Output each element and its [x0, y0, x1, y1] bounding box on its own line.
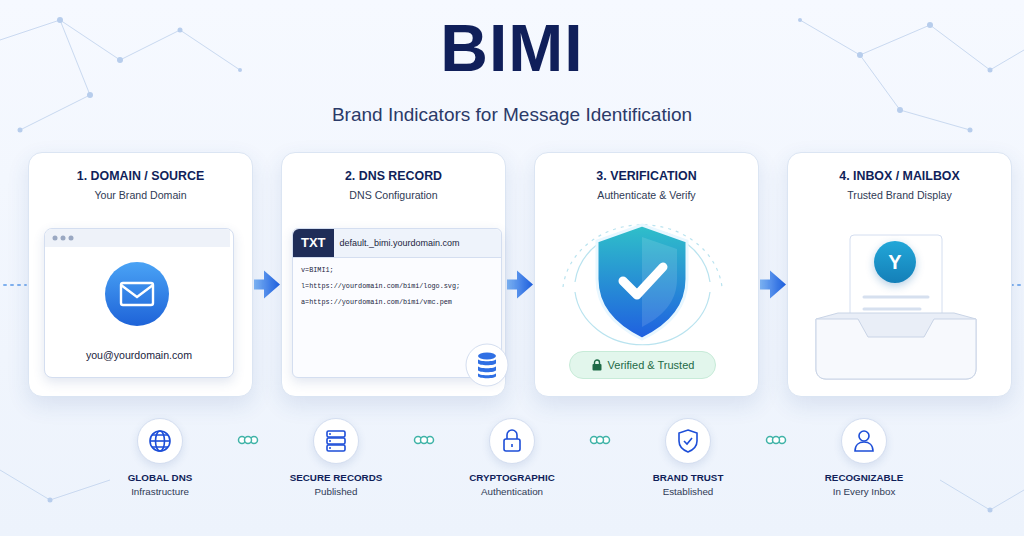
feature-item: BRAND TRUST Established — [610, 418, 766, 518]
record-value: l=https://yourdomain.com/bimi/logo.svg; — [301, 282, 501, 290]
feature-subtitle: Established — [610, 486, 766, 497]
card-subtitle: Trusted Brand Display — [788, 189, 1011, 201]
feature-subtitle: Infrastructure — [82, 486, 238, 497]
feature-item: SECURE RECORDS Published — [258, 418, 414, 518]
email-address: you@yourdomain.com — [45, 349, 233, 361]
envelope-icon — [102, 259, 172, 329]
connector-dot — [245, 437, 252, 444]
feature-item: RECOGNIZABLE In Every Inbox — [786, 418, 942, 518]
feature-subtitle: Published — [258, 486, 414, 497]
feature-item: GLOBAL DNS Infrastructure — [82, 418, 238, 518]
feature-icon-circle — [137, 418, 183, 464]
card-heading: 1. DOMAIN / SOURCE — [29, 169, 252, 183]
feature-icon — [490, 419, 534, 463]
feature-item: CRYPTOGRAPHIC Authentication — [434, 418, 590, 518]
feature-icon — [314, 419, 358, 463]
panel-box: TXTdefault._bimi.yourdomain.com v=BIMI1; l… — [292, 228, 502, 378]
card-heading: 3. VERIFICATION — [535, 169, 758, 183]
feature-icon — [138, 419, 182, 463]
feature-icon — [666, 419, 710, 463]
flow-arrow — [254, 271, 280, 299]
diagram-title: BIMI — [0, 10, 1024, 86]
shield-illustration — [535, 217, 750, 347]
feature-icon — [842, 419, 886, 463]
lock-icon — [591, 359, 603, 371]
process-card: 1. DOMAIN / SOURCE Your Brand Domain you@y… — [28, 152, 253, 397]
feature-icon-circle — [665, 418, 711, 464]
feature-subtitle: Authentication — [434, 486, 590, 497]
database-icon — [465, 343, 509, 387]
flow-arrow — [507, 271, 533, 299]
card-subtitle: DNS Configuration — [282, 189, 505, 201]
record-value: v=BIMI1; — [301, 266, 501, 274]
feature-heading: SECURE RECORDS — [258, 472, 414, 483]
process-card: 4. INBOX / MAILBOX Trusted Brand DisplayY — [787, 152, 1012, 397]
card-subtitle: Your Brand Domain — [29, 189, 252, 201]
record-type: TXT — [293, 229, 334, 257]
feature-icon-circle — [841, 418, 887, 464]
card-subtitle: Authenticate & Verify — [535, 189, 758, 201]
browser-bar — [45, 229, 230, 247]
connector-dot — [773, 437, 780, 444]
ycirc-box: Y — [874, 241, 916, 283]
win-box: you@yourdomain.com — [44, 228, 234, 378]
subtitle: Brand Indicators for Message Identificat… — [0, 104, 1024, 126]
brand-logo-letter: Y — [888, 251, 901, 274]
feature-icon-circle — [313, 418, 359, 464]
feature-heading: BRAND TRUST — [610, 472, 766, 483]
connector-dot — [597, 437, 604, 444]
connector-dot — [421, 437, 428, 444]
process-card: 3. VERIFICATION Authenticate & VerifyVeri… — [534, 152, 759, 397]
record-value: a=https://yourdomain.com/bimi/vmc.pem — [301, 298, 501, 306]
pill-box: Verified & Trusted — [569, 351, 716, 379]
process-card: 2. DNS RECORD DNS ConfigurationTXTdefault… — [281, 152, 506, 397]
record-name: default._bimi.yourdomain.com — [334, 238, 460, 248]
flow-arrow — [760, 271, 786, 299]
badge-text: Verified & Trusted — [608, 359, 695, 371]
feature-heading: RECOGNIZABLE — [786, 472, 942, 483]
record-header: TXTdefault._bimi.yourdomain.com — [293, 229, 501, 258]
feature-subtitle: In Every Inbox — [786, 486, 942, 497]
feature-heading: CRYPTOGRAPHIC — [434, 472, 590, 483]
card-heading: 2. DNS RECORD — [282, 169, 505, 183]
card-heading: 4. INBOX / MAILBOX — [788, 169, 1011, 183]
feature-icon-circle — [489, 418, 535, 464]
feature-heading: GLOBAL DNS — [82, 472, 238, 483]
